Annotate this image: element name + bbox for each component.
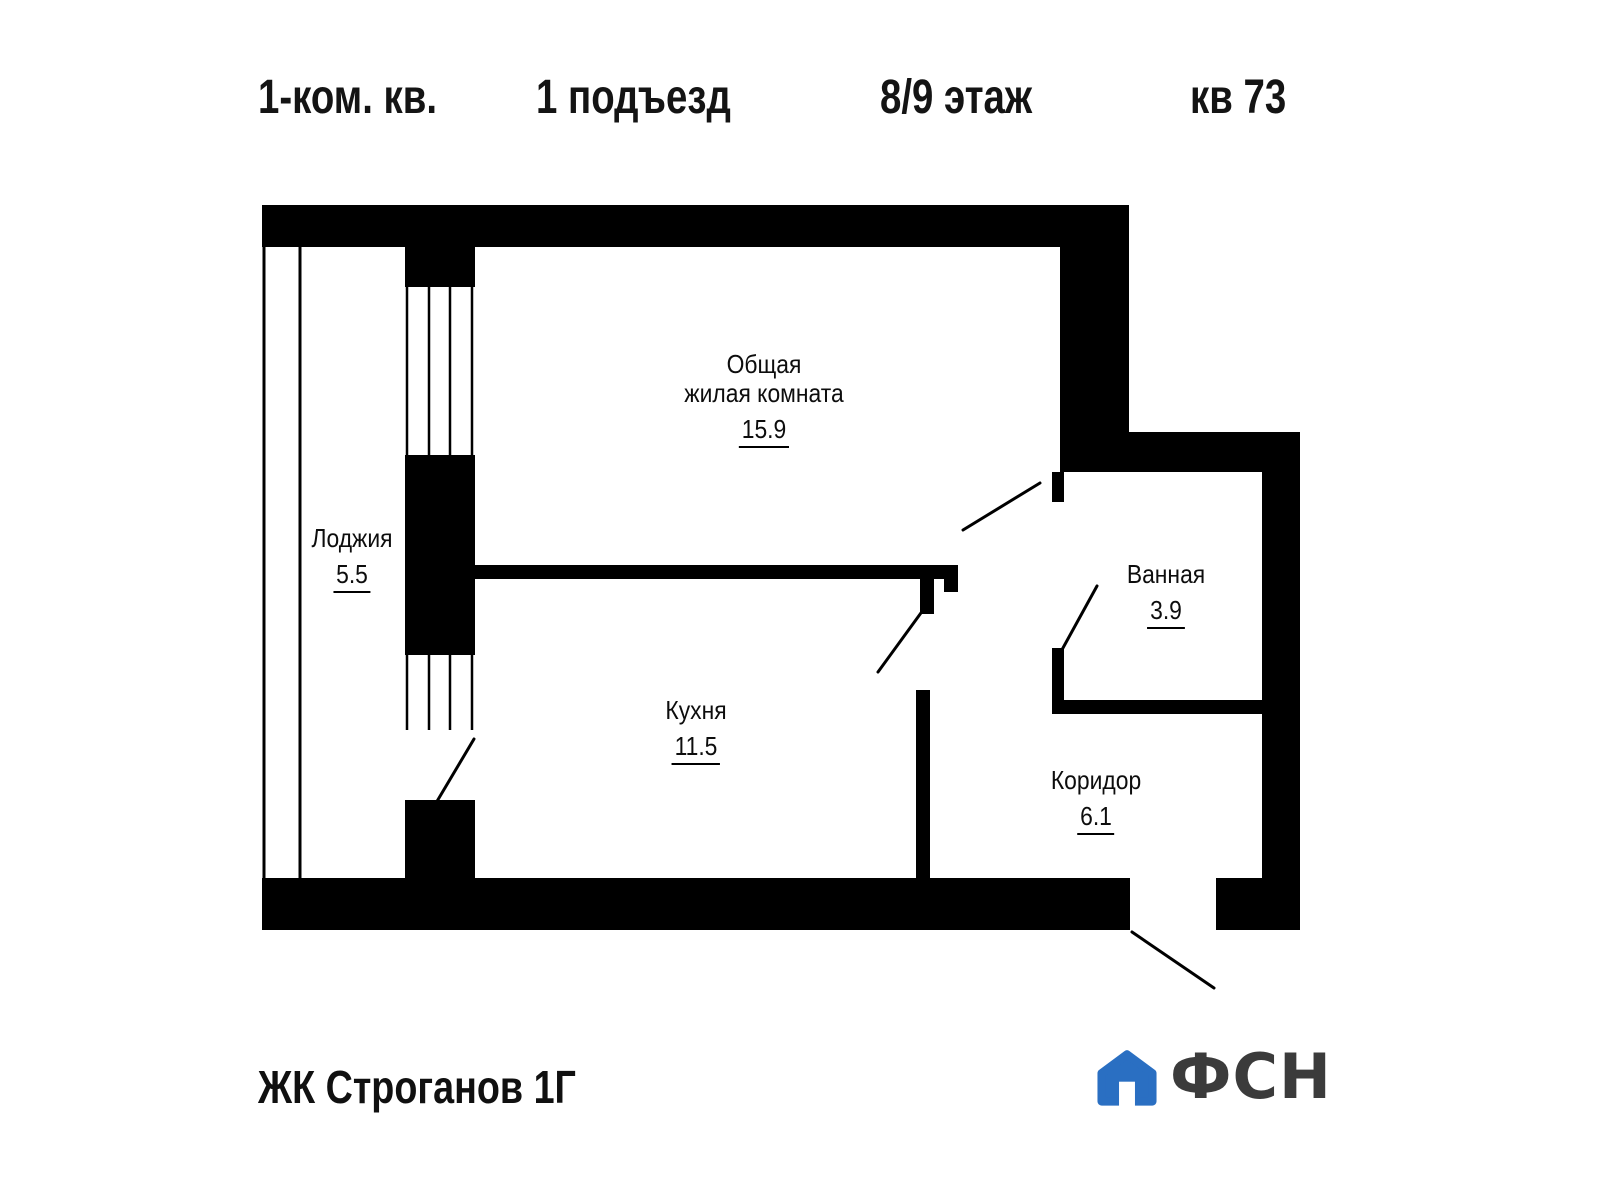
loggia-door-swing <box>434 737 476 805</box>
bathroom-door-swing <box>1056 584 1099 659</box>
complex-name-label: ЖК Строганов 1Г <box>258 1061 576 1113</box>
kitchen-door-swing <box>876 604 928 674</box>
room-name: Лоджия <box>311 523 393 553</box>
outer-walls <box>262 205 1300 930</box>
room-area: 11.5 <box>665 732 726 766</box>
fsn-logo: ФСН <box>1094 1046 1332 1108</box>
room-label-living: Общая жилая комната 15.9 <box>684 349 844 449</box>
room-area: 3.9 <box>1127 596 1205 630</box>
room-label-loggia: Лоджия 5.5 <box>311 523 393 594</box>
room-label-kitchen: Кухня 11.5 <box>665 695 727 766</box>
door-swing-lines <box>434 481 1216 990</box>
interior-walls <box>475 472 1266 878</box>
apartment-type-label: 1-ком. кв. <box>258 71 438 124</box>
room-name: Коридор <box>1050 765 1142 795</box>
fsn-logo-text: ФСН <box>1170 1040 1332 1113</box>
room-label-bathroom: Ванная 3.9 <box>1126 559 1206 630</box>
room-name: Общая <box>726 349 802 379</box>
unit-number-label: кв 73 <box>1190 71 1287 124</box>
room-label-corridor: Коридор 6.1 <box>1050 765 1142 836</box>
room-name: Кухня <box>665 695 727 725</box>
room-area: 5.5 <box>311 560 392 594</box>
loggia-glazing <box>262 247 302 878</box>
fsn-house-icon <box>1097 1050 1157 1107</box>
room-area: 6.1 <box>1051 802 1141 836</box>
loggia-wall-and-windows <box>405 247 475 878</box>
room-name: жилая комната <box>684 378 844 409</box>
entrance-label: 1 подъезд <box>536 71 731 124</box>
floor-label: 8/9 этаж <box>880 71 1033 124</box>
room-name: Ванная <box>1126 559 1206 589</box>
entrance-door-swing <box>1130 930 1216 990</box>
room-area: 15.9 <box>684 415 843 449</box>
living-door-swing <box>961 481 1042 532</box>
